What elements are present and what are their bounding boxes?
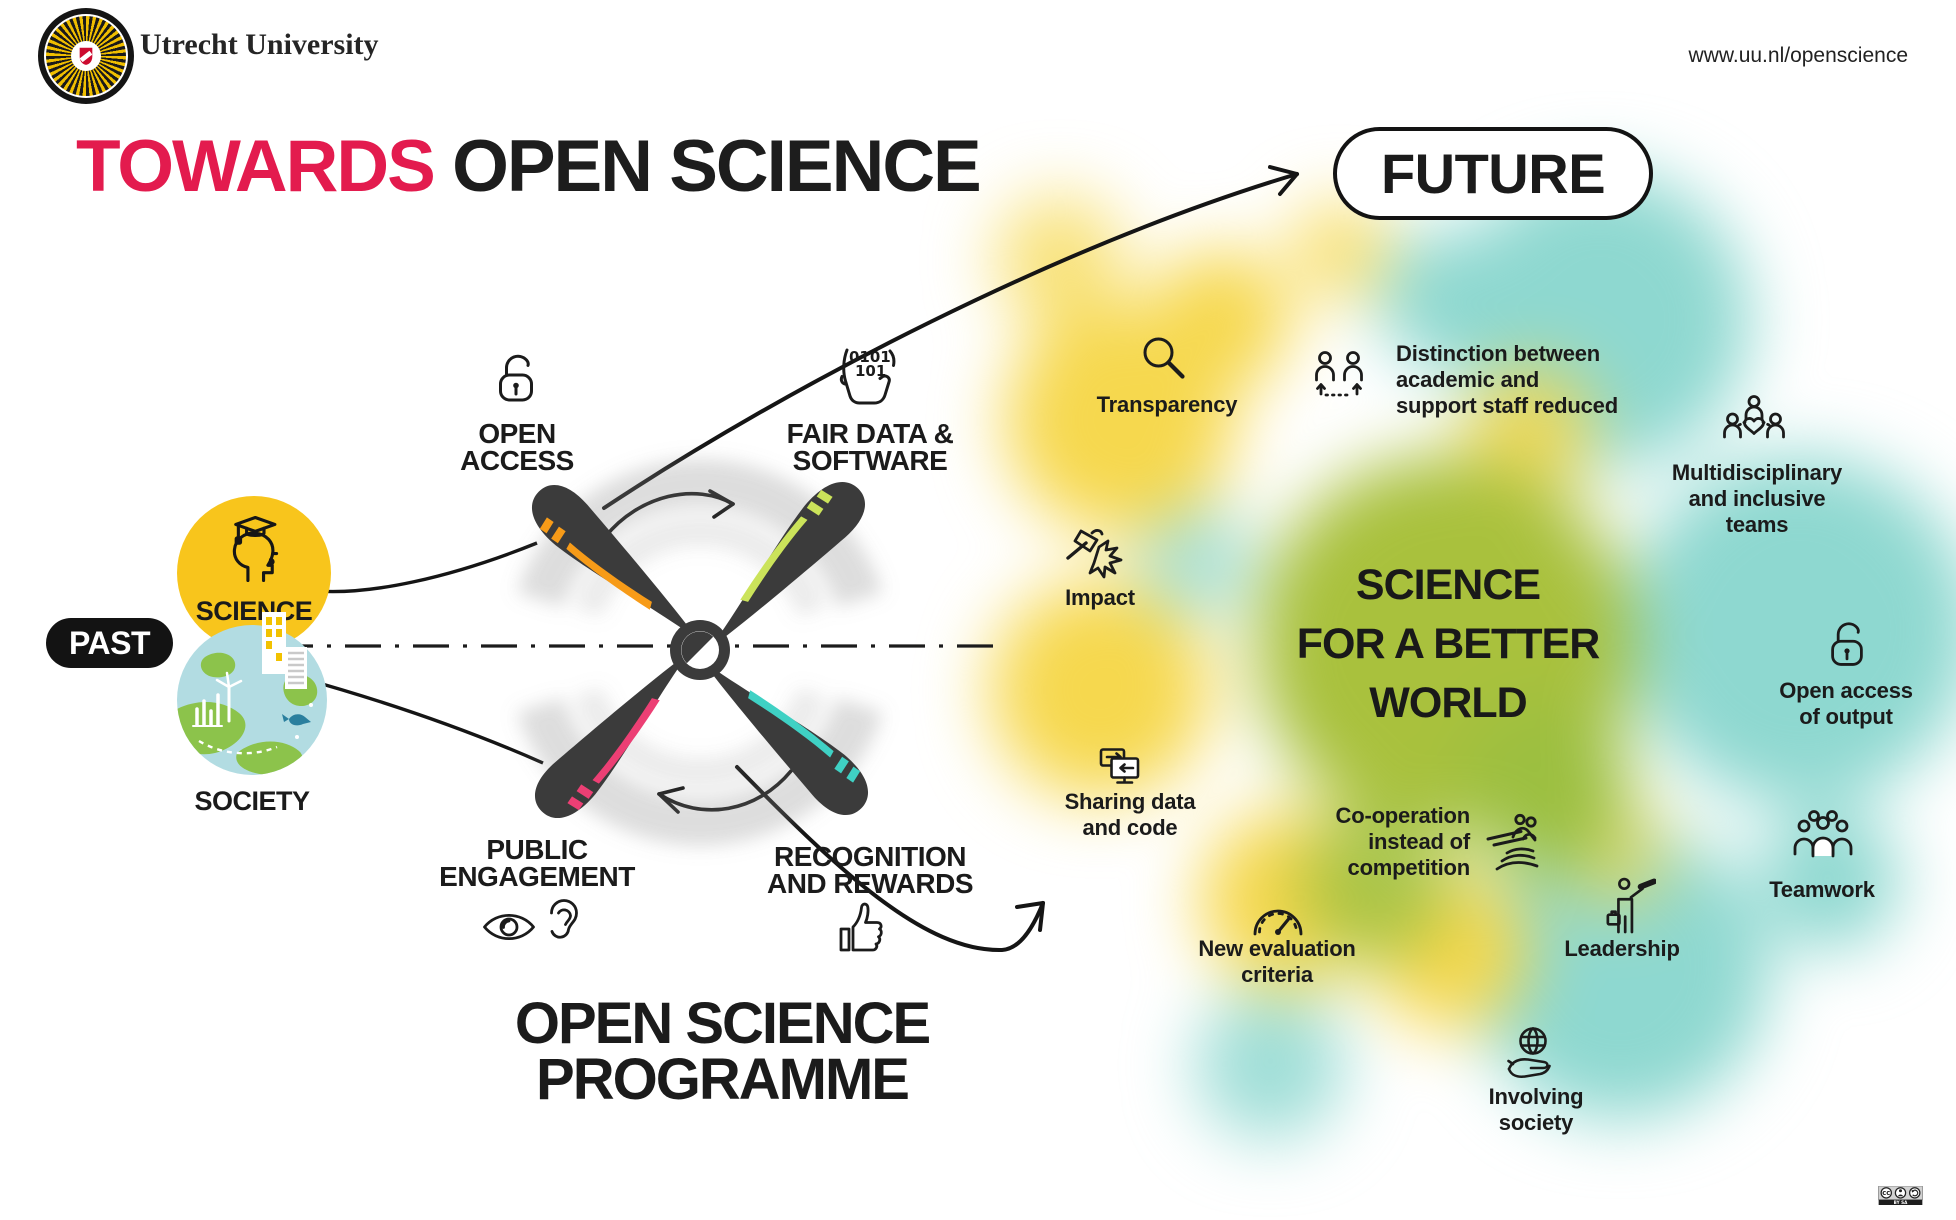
society-connector-line	[300, 676, 544, 765]
impact-label: Impact	[1065, 585, 1135, 610]
society-globe-illustration	[177, 612, 327, 775]
uu-shield-icon	[71, 41, 101, 71]
hammer-impact-icon	[1066, 529, 1123, 579]
cc-by-sa-badge: cc BY SA	[1878, 1185, 1923, 1210]
whale-icon	[282, 714, 311, 726]
gauge-icon	[1253, 909, 1303, 936]
sharing-data-code-label: Sharing data and code	[1064, 789, 1196, 840]
open-science-propeller	[517, 459, 883, 846]
science-circle-label: SCIENCE	[195, 596, 313, 626]
svg-text:cc: cc	[1882, 1189, 1890, 1197]
public-engagement-label: PUBLIC ENGAGEMENT	[439, 834, 635, 892]
multidisciplinary-teams-label: Multidisciplinary and inclusive teams	[1671, 460, 1843, 537]
co-operation-label: Co-operation instead of competition	[1335, 803, 1471, 880]
new-evaluation-criteria-label: New evaluation criteria	[1198, 936, 1356, 987]
people-exchange-icon	[1315, 351, 1363, 397]
city-buildings	[262, 612, 307, 689]
title-towards: TOWARDS	[76, 126, 436, 207]
future-pill: FUTURE	[1333, 127, 1653, 220]
fair-data-software-label: FAIR DATA & SOFTWARE	[786, 418, 954, 476]
brand-name: Utrecht University	[140, 28, 379, 61]
blade-open-access	[532, 484, 699, 641]
rowing-team-icon	[1486, 813, 1539, 871]
dual-screens-icon	[1099, 748, 1140, 784]
ear-icon	[550, 899, 578, 939]
leadership-label: Leadership	[1564, 936, 1680, 961]
eye-icon	[483, 913, 535, 941]
people-group-icon	[1793, 810, 1853, 858]
title-open-science: OPEN SCIENCE	[452, 126, 982, 207]
propeller-hub-icon	[670, 620, 730, 680]
website-url: www.uu.nl/openscience	[1688, 44, 1908, 67]
distinction-staff-label: Distinction between academic and support…	[1396, 341, 1618, 418]
thumbs-up-icon	[839, 902, 883, 952]
teamwork-label: Teamwork	[1769, 877, 1875, 902]
future-arrow	[602, 165, 1299, 510]
society-circle	[177, 612, 327, 775]
svg-text:101: 101	[855, 362, 886, 380]
open-access-output-label: Open access of output	[1779, 678, 1913, 729]
inclusive-team-icon	[1723, 395, 1785, 439]
programme-title: OPEN SCIENCE PROGRAMME	[514, 991, 931, 1112]
wind-turbine-icon	[215, 671, 243, 723]
binary-hand-icon: 0101 101	[839, 348, 896, 405]
science-circle: SCIENCE	[177, 496, 331, 650]
open-access-label: OPEN ACCESS	[460, 418, 574, 476]
magnifier-icon	[1143, 337, 1185, 379]
svg-text:0101: 0101	[849, 348, 891, 366]
transparency-label: Transparency	[1096, 392, 1238, 417]
society-circle-label: SOCIETY	[194, 786, 310, 816]
recognition-rewards-label: RECOGNITION AND REWARDS	[766, 841, 974, 899]
programme-to-future-arrow	[735, 765, 1045, 953]
blade-public-engagement	[534, 651, 691, 818]
bar-chart-icon	[192, 693, 223, 727]
blade-fair-data	[709, 482, 866, 649]
telescope-person-icon	[1606, 877, 1656, 934]
open-lock-icon	[499, 354, 533, 402]
blade-recognition-rewards	[701, 659, 868, 816]
uu-sun-logo	[38, 8, 134, 104]
vision-title: SCIENCE FOR A BETTER WORLD	[1296, 561, 1601, 727]
open-lock-icon	[1831, 622, 1863, 666]
graduate-head-icon	[232, 515, 279, 583]
science-connector-line	[298, 541, 538, 594]
page-title: TOWARDS OPEN SCIENCE	[76, 130, 982, 203]
involving-society-label: Involving society	[1488, 1084, 1584, 1135]
globe-hand-icon	[1507, 1027, 1551, 1079]
license-text: BY SA	[1894, 1200, 1908, 1205]
past-pill: PAST	[46, 618, 173, 668]
